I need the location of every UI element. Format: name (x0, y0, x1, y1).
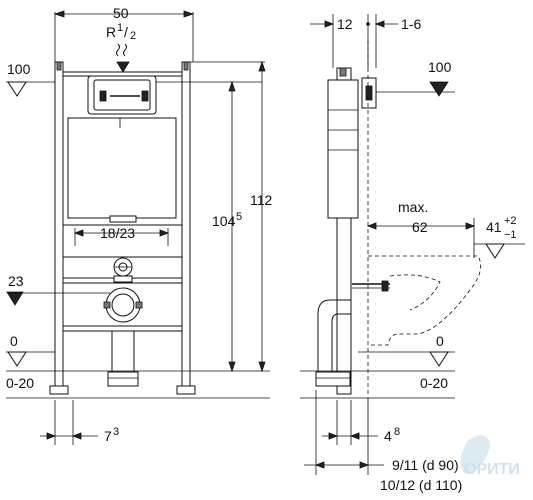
frame-left-post (54, 61, 64, 395)
watermark: ОРИТИ (460, 435, 520, 478)
side-range-label: 0-20 (420, 375, 448, 391)
watermark-text: ОРИТИ (464, 461, 520, 478)
side-level-0-label: 0 (436, 333, 444, 349)
tolerance-plus: +2 (504, 215, 517, 227)
side-drain-pipe (315, 371, 351, 387)
side-level-0-marker-icon (429, 351, 449, 367)
height-41-label: 41 (486, 219, 502, 235)
level-23-marker-icon (6, 291, 24, 306)
thread-size-sub: 2 (130, 30, 136, 42)
cistern-body (67, 117, 177, 219)
height-1045-label: 104 (212, 213, 236, 229)
tolerance-minus: −1 (504, 229, 517, 241)
height-112-label: 112 (250, 192, 273, 208)
water-supply-icon (116, 43, 120, 57)
side-level-100-marker-icon (429, 81, 449, 97)
side-drain-bend (317, 299, 351, 372)
front-view: 50 R 1 / 2 18/23 (6, 5, 273, 445)
watermark-drop-icon (460, 435, 490, 474)
side-level-100-label: 100 (428, 59, 452, 75)
level-23-label: 23 (8, 273, 24, 289)
bolt-spacing-label: 18/23 (100, 225, 135, 241)
bottom-offset-sup: 3 (113, 426, 119, 438)
side-cistern (327, 79, 359, 219)
front-range-label: 0-20 (6, 375, 34, 391)
height-1045-sup: 5 (236, 211, 242, 223)
pipe-d90-label: 9/11 (d 90) (392, 457, 459, 473)
side-dim-1-6-label: 1-6 (401, 16, 421, 32)
front-level-100-label: 100 (7, 61, 31, 77)
toilet-bowl-outline (368, 255, 482, 346)
thread-size-sup: 1 (117, 22, 123, 34)
frame-right-post (181, 61, 191, 395)
max-label: max. (398, 199, 428, 215)
thread-size-label: R (106, 24, 116, 40)
front-width-label: 50 (113, 5, 129, 21)
front-level-0-label: 0 (10, 333, 18, 349)
side-dim-12-label: 12 (337, 16, 353, 32)
side-offset-label: 4 (384, 428, 392, 444)
front-level-0-marker-icon (7, 351, 27, 367)
bottom-offset-label: 7 (104, 428, 112, 444)
pipe-d110-label: 10/12 (d 110) (380, 477, 462, 493)
side-view: 12 1-6 100 max. 62 41 +2 −1 (300, 14, 525, 493)
depth-62-label: 62 (412, 219, 428, 235)
supply-arrow-icon (116, 61, 130, 73)
side-offset-sup: 8 (394, 426, 400, 438)
thread-size-sep: / (124, 24, 128, 40)
drain-pipe (107, 371, 139, 387)
front-level-100-marker-icon (7, 81, 27, 97)
height-41-marker-icon (485, 243, 505, 259)
